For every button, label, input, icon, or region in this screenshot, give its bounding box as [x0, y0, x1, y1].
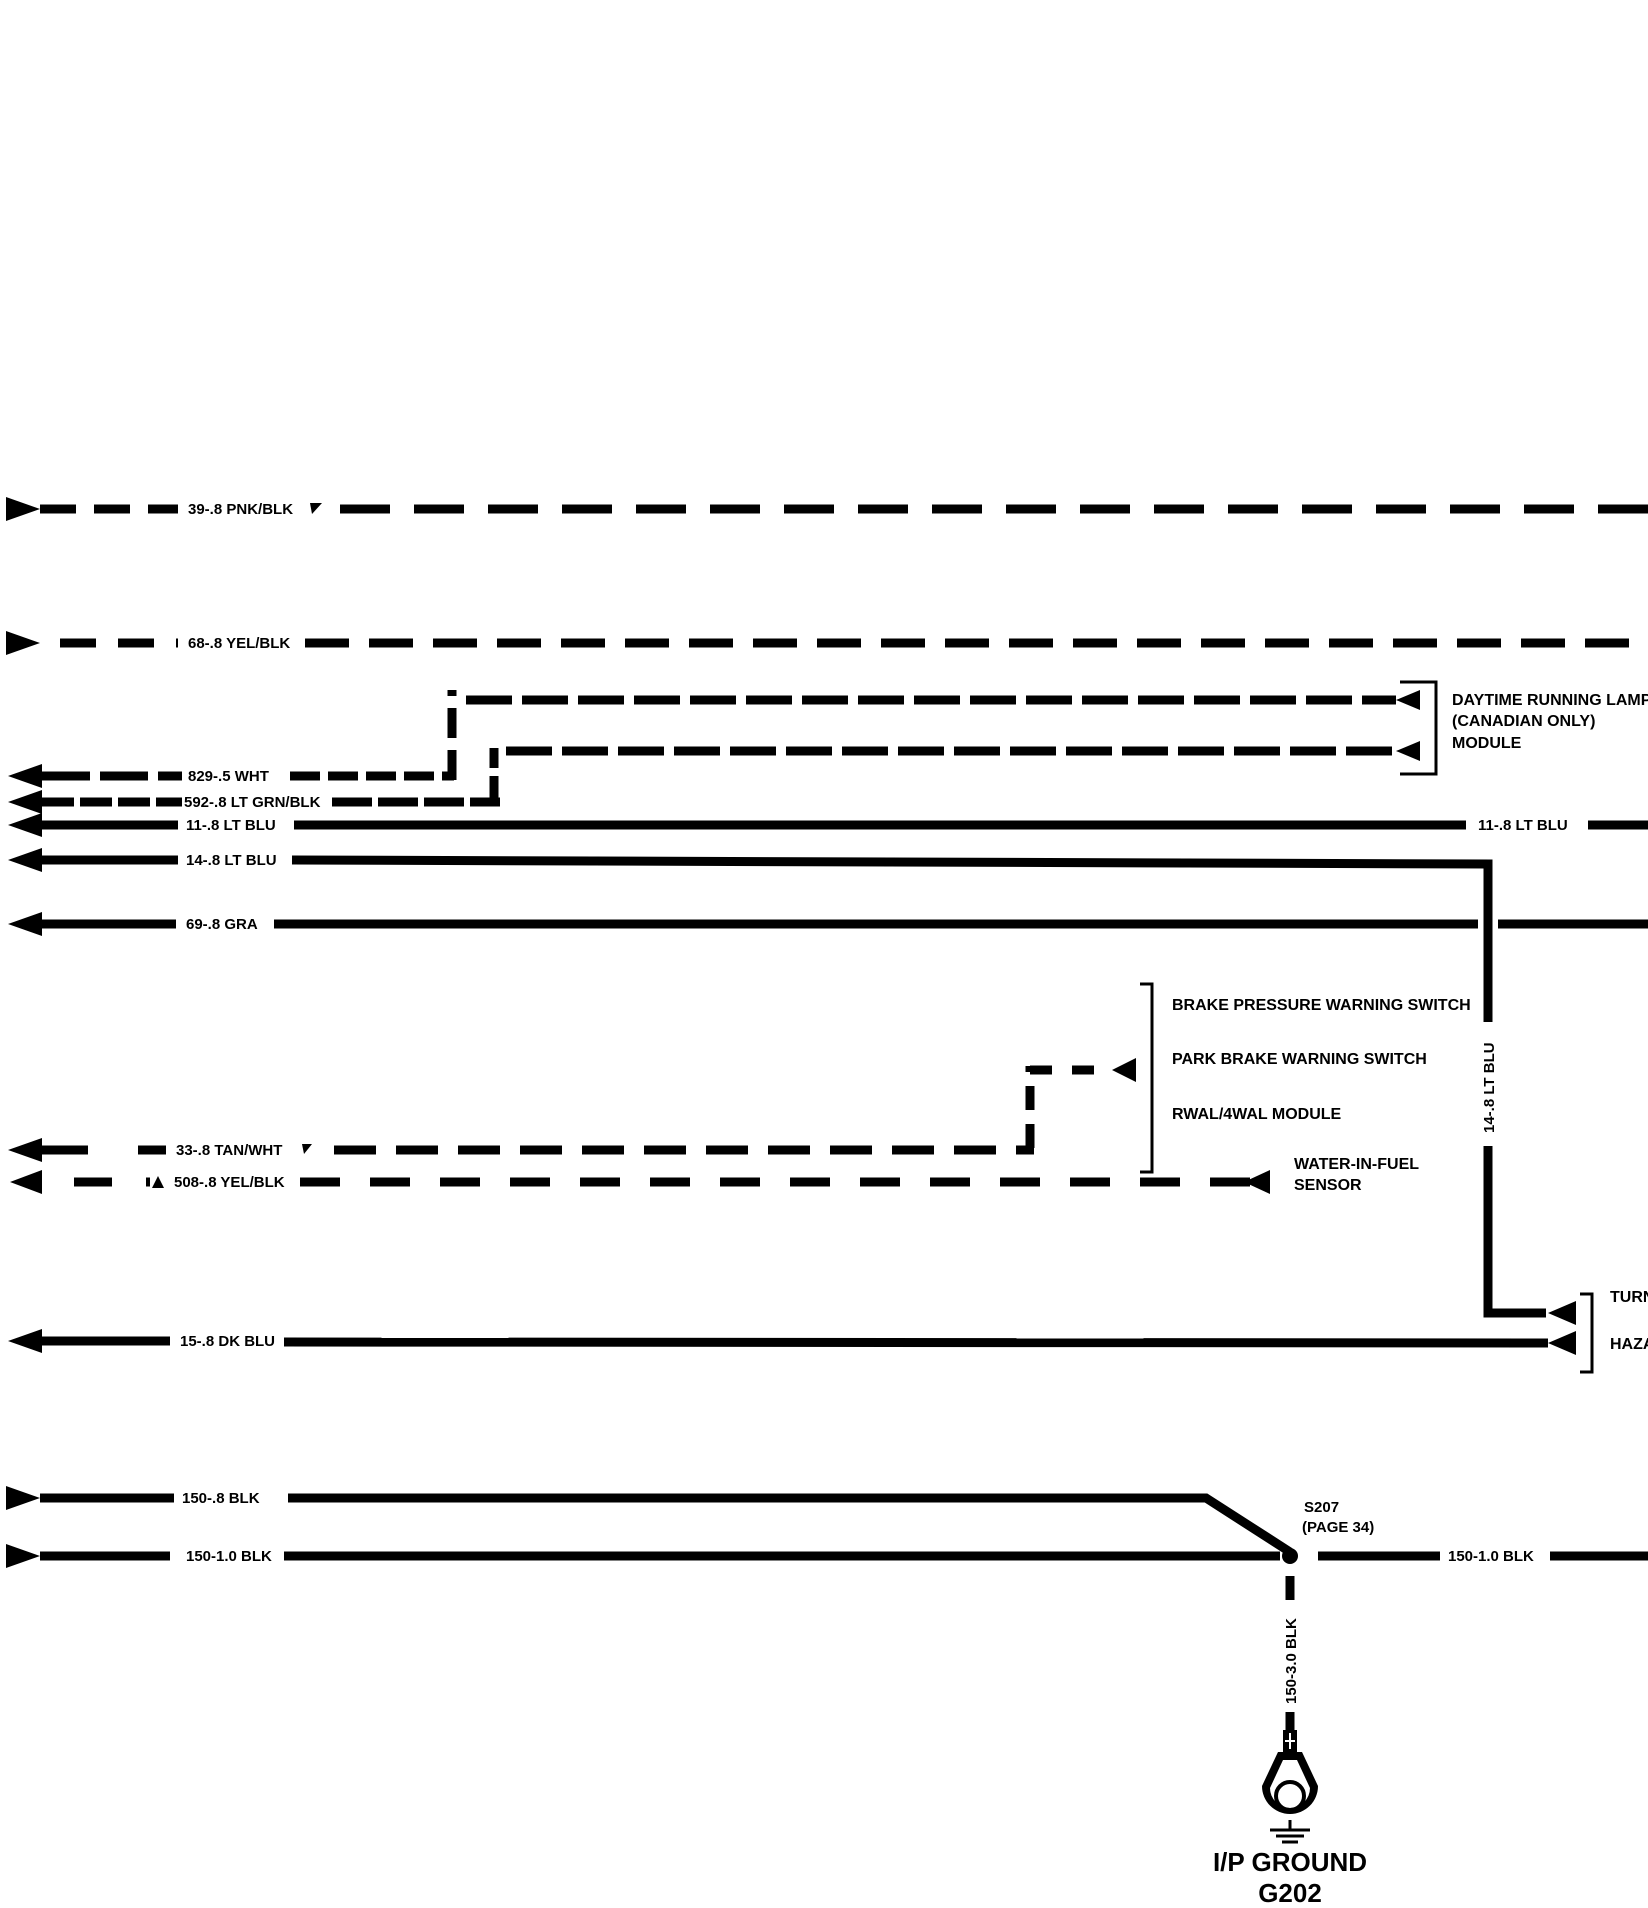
wire-label: 33-.8 TAN/WHT	[176, 1142, 282, 1159]
wire-segment	[291, 855, 1493, 1022]
ground-id: G202	[1258, 1878, 1322, 1908]
arrow-right-icon	[6, 1544, 40, 1568]
wire-33-tan-wht: 33-.8 TAN/WHT	[8, 1065, 1112, 1162]
wire-68-yel-blk: 68-.8 YEL/BLK	[6, 631, 1648, 655]
hazard-label: HAZARD	[1610, 1336, 1648, 1353]
ground-terminal-icon	[1262, 1730, 1318, 1814]
wire-14-lt-blu: 14-.8 LT BLU 14-.8 LT BLU	[8, 848, 1546, 1318]
arrow-small-icon	[302, 1144, 312, 1154]
park-brake-label: PARK BRAKE WARNING SWITCH	[1172, 1051, 1427, 1068]
ground-g202: I/P GROUND G202	[1213, 1730, 1367, 1908]
arrow-left-icon	[8, 848, 42, 872]
arrow-small-icon	[310, 503, 322, 514]
wire-label: 11-.8 LT BLU	[186, 817, 276, 834]
arrow-right-icon	[6, 1486, 40, 1510]
water-in-fuel-label-line2: SENSOR	[1294, 1177, 1362, 1194]
wire-39-pnk-blk: 39-.8 PNK/BLK	[6, 497, 1648, 521]
drl-module: DAYTIME RUNNING LAMP (CANADIAN ONLY) MOD…	[1396, 680, 1648, 776]
connector-bracket	[1400, 680, 1438, 776]
drl-label-line3: MODULE	[1452, 735, 1522, 752]
wire-label: 69-.8 GRA	[186, 916, 258, 933]
wire-69-gra: 69-.8 GRA	[8, 912, 1648, 936]
wire-15-dk-blu: 15-.8 DK BLU	[8, 1329, 1549, 1353]
turn-label: TURN	[1610, 1289, 1648, 1306]
arrow-left-icon	[8, 813, 42, 837]
wire-592-lt-grn-blk: 592-.8 LT GRN/BLK	[8, 746, 1396, 814]
wire-label-vertical: 14-.8 LT BLU	[1481, 1042, 1498, 1133]
turn-hazard-switch: TURN HAZARD	[1548, 1289, 1648, 1374]
wire-label: 14-.8 LT BLU	[186, 852, 277, 869]
wire-label: 829-.5 WHT	[188, 768, 269, 785]
water-in-fuel-label-line1: WATER-IN-FUEL	[1294, 1156, 1419, 1173]
wire-label-vertical: 150-3.0 BLK	[1283, 1618, 1300, 1704]
arrow-left-icon	[8, 1329, 42, 1353]
wire-label: 39-.8 PNK/BLK	[188, 501, 293, 518]
wire-508-yel-blk: 508-.8 YEL/BLK WATER-IN-FUEL SENSOR	[10, 1156, 1419, 1194]
splice-dot	[1282, 1548, 1298, 1564]
wire-segment	[288, 1493, 1293, 1556]
drl-label-line2: (CANADIAN ONLY)	[1452, 713, 1595, 730]
arrow-left-icon	[8, 764, 42, 788]
brake-pressure-label: BRAKE PRESSURE WARNING SWITCH	[1172, 997, 1471, 1014]
wire-label: 150-1.0 BLK	[1448, 1548, 1534, 1565]
wire-segment	[1483, 1146, 1546, 1318]
splice-page-ref: (PAGE 34)	[1302, 1519, 1374, 1536]
connector-bracket	[1140, 982, 1154, 1174]
ground-symbol-icon	[1270, 1820, 1310, 1844]
connector-bracket	[1580, 1292, 1594, 1374]
arrow-left-icon	[8, 790, 42, 814]
wire-label: 15-.8 DK BLU	[180, 1333, 275, 1350]
wire-label: 592-.8 LT GRN/BLK	[184, 794, 321, 811]
arrow-right-icon	[6, 631, 40, 655]
connector-arrow-icon	[1396, 690, 1420, 710]
connector-arrow-icon	[1548, 1301, 1576, 1325]
arrow-left-icon	[8, 912, 42, 936]
wire-segment	[283, 1337, 1549, 1348]
wire-11-lt-blu: 11-.8 LT BLU 11-.8 LT BLU	[8, 813, 1648, 837]
wire-label: 150-1.0 BLK	[186, 1548, 272, 1565]
wire-label: 68-.8 YEL/BLK	[188, 635, 290, 652]
wire-150-08-blk: 150-.8 BLK	[6, 1486, 1293, 1556]
arrow-right-icon	[6, 497, 40, 521]
wire-label: 508-.8 YEL/BLK	[174, 1174, 285, 1191]
arrow-small-icon	[152, 1176, 164, 1188]
splice-s207: S207 (PAGE 34)	[1282, 1499, 1374, 1564]
ground-name: I/P GROUND	[1213, 1847, 1367, 1877]
drl-label-line1: DAYTIME RUNNING LAMP	[1452, 692, 1648, 709]
connector-arrow-icon	[1396, 741, 1420, 761]
rwal-label: RWAL/4WAL MODULE	[1172, 1106, 1342, 1123]
wire-label: 150-.8 BLK	[182, 1490, 260, 1507]
wire-label: 11-.8 LT BLU	[1478, 817, 1568, 834]
wire-150-30-blk: 150-3.0 BLK	[1283, 1576, 1300, 1736]
wire-150-10-blk: 150-1.0 BLK 150-1.0 BLK	[6, 1544, 1648, 1568]
arrow-left-icon	[10, 1170, 42, 1194]
brake-switch-group: BRAKE PRESSURE WARNING SWITCH PARK BRAKE…	[1112, 982, 1471, 1174]
connector-arrow-icon	[1244, 1170, 1270, 1194]
arrow-left-icon	[8, 1138, 42, 1162]
wire-829-wht: 829-.5 WHT	[8, 690, 1396, 788]
splice-id: S207	[1304, 1499, 1339, 1516]
connector-arrow-icon	[1548, 1331, 1576, 1355]
connector-arrow-icon	[1112, 1058, 1136, 1082]
